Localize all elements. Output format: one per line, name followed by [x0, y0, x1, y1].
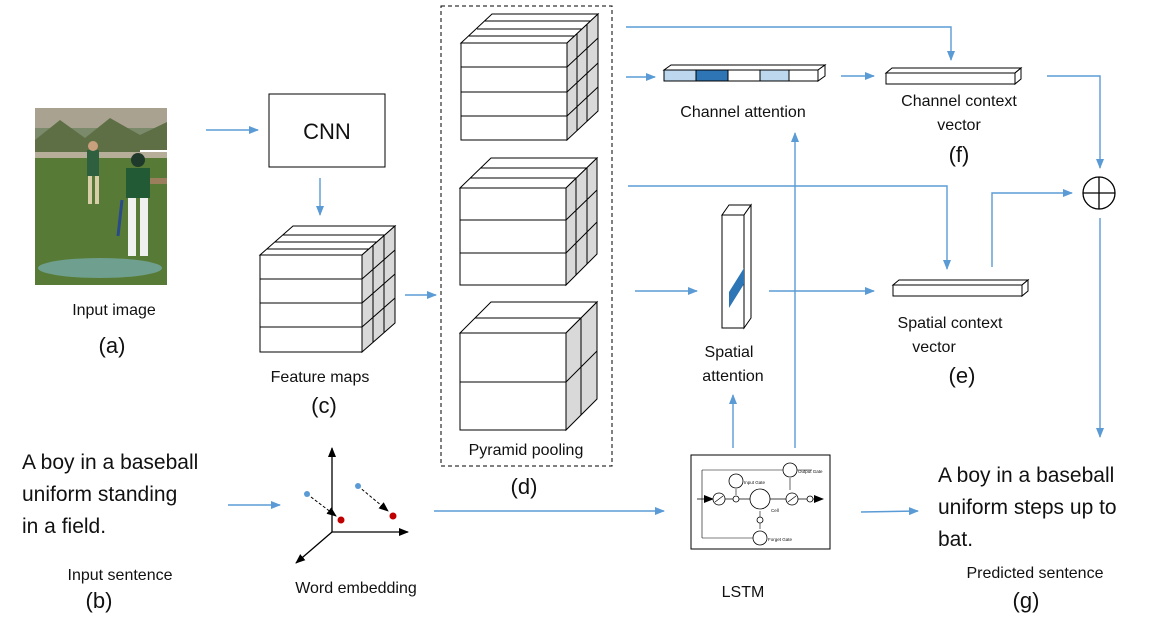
predicted-sentence-line-2: uniform steps up to: [938, 496, 1117, 519]
feature-maps-label: Feature maps: [271, 369, 370, 386]
channel-attention-bar: [662, 64, 827, 82]
channel-context-label-1: Channel context: [901, 93, 1017, 110]
channel-context-label-2: vector: [937, 117, 981, 134]
word-embedding-label: Word embedding: [295, 580, 417, 597]
input-sentence-line-2: uniform standing: [22, 483, 177, 506]
input-image: [35, 108, 167, 285]
attention-arrows: [228, 26, 1104, 516]
lstm-output-gate-label: Output Gate: [798, 469, 823, 474]
spatial-context-tag: (e): [949, 363, 976, 388]
lstm-forget-gate-label: Forget Gate: [768, 537, 793, 542]
lstm-input-gate-label: Input Gate: [744, 480, 766, 485]
input-sentence-tag: (b): [86, 588, 113, 613]
input-image-label: Input image: [72, 302, 156, 319]
channel-attention-label: Channel attention: [680, 104, 805, 121]
channel-context-tag: (f): [949, 142, 970, 167]
spatial-attention-label-2: attention: [702, 368, 763, 385]
feature-maps-cube: [258, 224, 397, 354]
spatial-context-label-2: vector: [912, 339, 956, 356]
pyramid-cube-1: [459, 12, 600, 142]
spatial-attention-bar: [721, 203, 752, 330]
predicted-sentence-tag: (g): [1013, 588, 1040, 613]
spatial-context-vector-bar: [891, 278, 1030, 298]
channel-context-vector-bar: [884, 66, 1023, 86]
lstm-cell: Input Gate Output Gate Forget Gate Cell: [690, 454, 831, 550]
input-sentence-line-1: A boy in a baseball: [22, 451, 198, 474]
lstm-label: LSTM: [722, 584, 765, 601]
feature-maps-tag: (c): [311, 393, 337, 418]
pyramid-tag: (d): [511, 474, 538, 499]
word-embedding-plot: [295, 447, 409, 564]
input-image-tag: (a): [99, 333, 126, 358]
predicted-sentence-caption: Predicted sentence: [967, 565, 1104, 582]
input-sentence-caption: Input sentence: [68, 567, 173, 584]
predicted-sentence-line-3: bat.: [938, 528, 973, 551]
pyramid-pooling-label: Pyramid pooling: [469, 442, 584, 459]
predicted-sentence-line-1: A boy in a baseball: [938, 464, 1114, 487]
pyramid-cube-3: [458, 300, 599, 432]
pyramid-cube-2: [458, 156, 599, 287]
pyramid-pooling-box: [440, 5, 613, 467]
input-sentence-line-3: in a field.: [22, 515, 106, 538]
spatial-context-label-1: Spatial context: [898, 315, 1004, 332]
cnn-box: [268, 93, 386, 168]
cnn-label: CNN: [303, 119, 351, 144]
circle-plus-icon: [1082, 176, 1116, 210]
spatial-attention-label-1: Spatial: [705, 344, 754, 361]
lstm-cell-label: Cell: [771, 508, 779, 513]
